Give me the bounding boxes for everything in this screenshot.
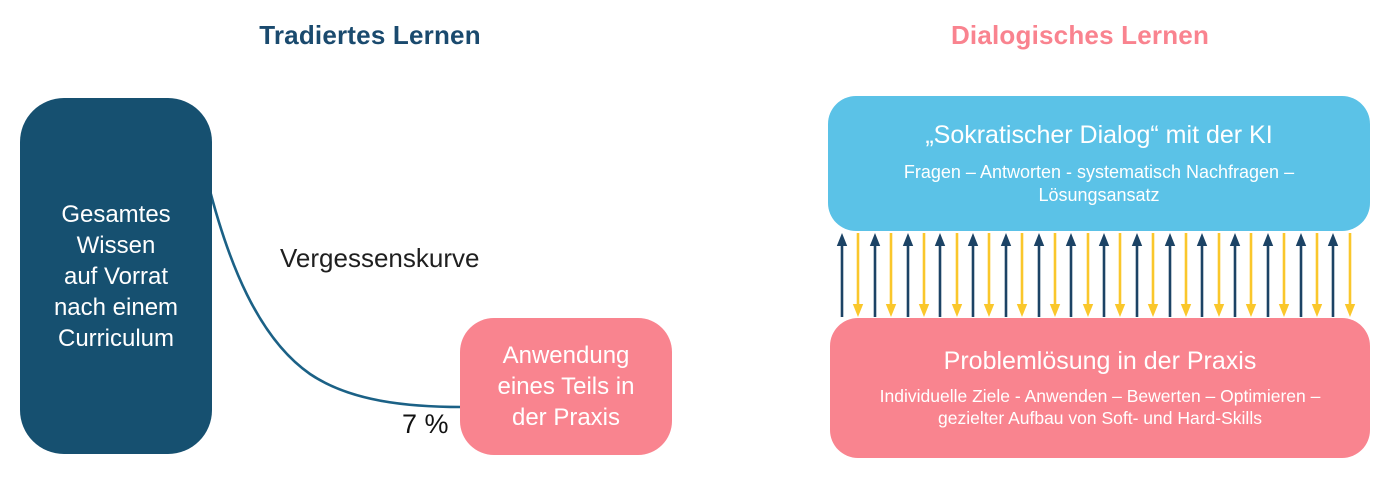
down-arrow-icon [1246,233,1257,317]
down-arrow-icon [1344,233,1355,317]
problem-box-subtitle-line: gezielter Aufbau von Soft- und Hard-Skil… [938,408,1262,428]
problem-box: Problemlösung in der Praxis Individuelle… [830,318,1370,458]
problem-box-subtitle: Individuelle Ziele - Anwenden – Bewerten… [880,385,1321,429]
down-arrow-icon [951,233,962,317]
exchange-arrows [836,233,1356,317]
application-box-line: eines Teils in [497,373,635,400]
down-arrow-icon [1115,233,1126,317]
up-arrow-icon [836,233,848,317]
down-arrow-icon [1180,233,1192,317]
percent-label: 7 % [402,409,449,439]
up-arrow-icon [1098,233,1110,317]
up-arrow-icon [967,233,979,317]
down-arrow-icon [1147,233,1159,317]
down-arrow-icon [1311,233,1323,317]
up-arrow-icon [1229,233,1241,317]
up-arrow-icon [1000,233,1011,317]
knowledge-box-line: nach einem [53,293,179,321]
right-section-title: Dialogisches Lernen [950,20,1210,50]
down-arrow-icon [1278,233,1290,317]
knowledge-box-line: Curriculum [57,324,174,352]
down-arrow-icon [918,233,930,317]
knowledge-box: Gesamtes Wissen auf Vorrat nach einem Cu… [20,98,212,454]
down-arrow-icon [853,233,864,317]
problem-box-subtitle-line: Individuelle Ziele - Anwenden – Bewerten… [879,386,1321,406]
dialog-box-subtitle-line: Fragen – Antworten - systematisch Nachfr… [903,161,1295,182]
up-arrow-icon [1295,233,1306,317]
down-arrow-icon [984,233,995,317]
problem-box-title: Problemlösung in der Praxis [943,347,1257,375]
up-arrow-icon [902,233,913,317]
up-arrow-icon [869,233,880,317]
up-arrow-icon [1164,233,1175,317]
down-arrow-icon [1049,233,1061,317]
up-arrow-icon [1328,233,1339,317]
dialog-box-title: „Sokratischer Dialog“ mit der KI [925,120,1273,149]
dialog-box-subtitle-line: Lösungsansatz [1038,184,1160,205]
down-arrow-icon [885,233,897,317]
application-box-line: Anwendung [502,342,630,369]
dialog-box-subtitle: Fragen – Antworten - systematisch Nachfr… [904,161,1294,207]
down-arrow-icon [1082,233,1093,317]
knowledge-box-line: Wissen [76,231,156,259]
left-section-title: Tradiertes Lernen [259,20,481,50]
up-arrow-icon [935,233,946,317]
down-arrow-icon [1213,233,1224,317]
application-box-line: der Praxis [511,404,621,431]
knowledge-box-line: Gesamtes [61,200,171,228]
down-arrow-icon [1016,233,1028,317]
up-arrow-icon [1131,233,1142,317]
dialog-box: „Sokratischer Dialog“ mit der KI Fragen … [828,96,1370,231]
forgetting-curve-label: Vergessenskurve [280,243,480,273]
up-arrow-icon [1033,233,1044,317]
up-arrow-icon [1262,233,1273,317]
knowledge-box-line: auf Vorrat [63,262,169,290]
up-arrow-icon [1197,233,1208,317]
up-arrow-icon [1066,233,1077,317]
application-box: Anwendung eines Teils in der Praxis [460,318,672,455]
